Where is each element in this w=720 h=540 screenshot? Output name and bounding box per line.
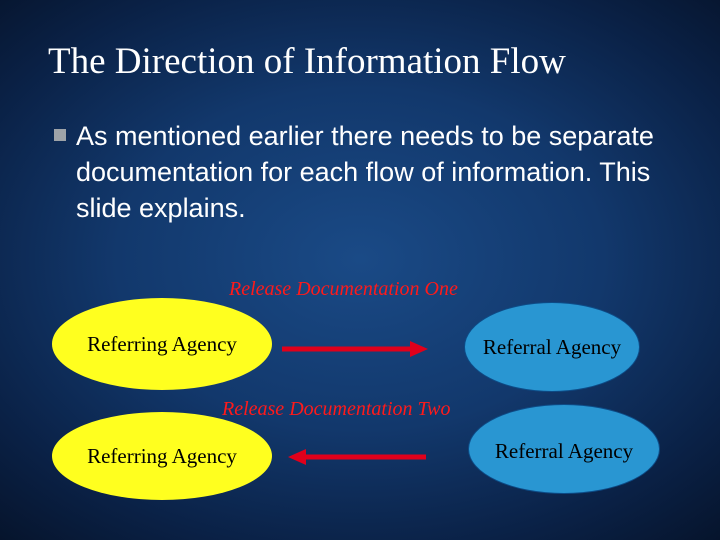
referring-agency-one-label: Referring Agency xyxy=(87,331,237,356)
bullet-square-icon xyxy=(54,129,66,141)
flow-one-caption: Release Documentation One xyxy=(229,278,458,300)
referring-agency-one: Referring Agency xyxy=(52,298,272,390)
referral-agency-two: Referral Agency xyxy=(468,404,660,494)
referral-agency-one-label: Referral Agency xyxy=(482,334,622,359)
right-arrow-icon xyxy=(282,341,428,357)
left-arrow-icon xyxy=(288,449,426,465)
flow-two-caption: Release Documentation Two xyxy=(222,398,451,420)
referral-agency-one: Referral Agency xyxy=(464,302,640,392)
slide-title: The Direction of Information Flow xyxy=(48,41,566,82)
referral-agency-two-label: Referral Agency xyxy=(494,439,634,463)
referring-agency-two-label: Referring Agency xyxy=(87,443,237,468)
referring-agency-two: Referring Agency xyxy=(52,412,272,500)
bullet-text: As mentioned earlier there needs to be s… xyxy=(76,121,654,223)
